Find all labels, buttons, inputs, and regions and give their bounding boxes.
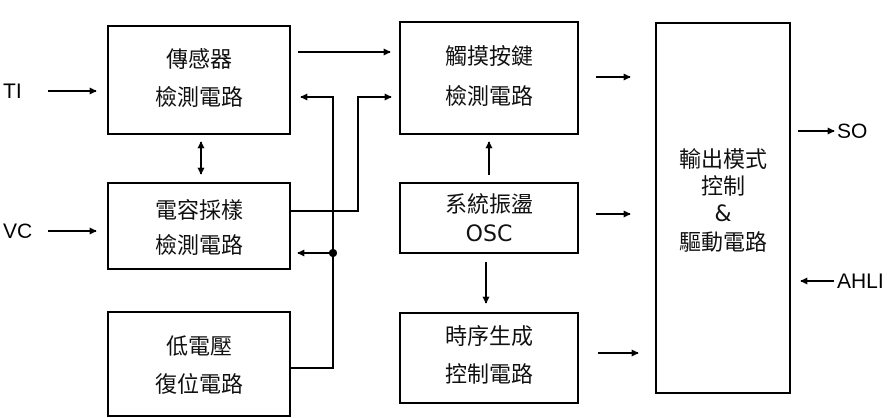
cap-sampling-block-line2: 檢測電路 bbox=[155, 234, 243, 259]
touch-key-block-line2: 檢測電路 bbox=[445, 85, 533, 110]
oscillator-block: 系統振盪 OSC bbox=[399, 182, 579, 254]
touch-key-detection-block: 觸摸按鍵 檢測電路 bbox=[399, 21, 579, 135]
output-block-line2: 控制 bbox=[701, 175, 745, 200]
output-drive-block: 輸出模式 控制 & 驅動電路 bbox=[655, 22, 791, 394]
sensor-detection-block: 傳感器 檢測電路 bbox=[107, 25, 291, 135]
junction-dot bbox=[329, 249, 337, 257]
oscillator-block-line1: 系統振盪 bbox=[445, 193, 533, 218]
signal-so-label: SO bbox=[837, 120, 867, 143]
touch-key-block-line1: 觸摸按鍵 bbox=[445, 45, 533, 70]
low-voltage-reset-block-line2: 復位電路 bbox=[155, 373, 243, 398]
output-block-line1: 輸出模式 bbox=[679, 148, 767, 173]
cap-sampling-block-line1: 電容採樣 bbox=[155, 199, 243, 224]
cap-sampling-detection-block: 電容採樣 檢測電路 bbox=[107, 182, 291, 270]
low-voltage-reset-block-line1: 低電壓 bbox=[166, 335, 232, 360]
signal-ti-label: TI bbox=[3, 80, 22, 103]
sensor-block-line2: 檢測電路 bbox=[155, 86, 243, 111]
timing-control-block: 時序生成 控制電路 bbox=[399, 312, 579, 404]
low-voltage-reset-block: 低電壓 復位電路 bbox=[107, 311, 291, 417]
timing-control-block-line2: 控制電路 bbox=[445, 363, 533, 388]
output-block-line3: & bbox=[714, 202, 731, 227]
signal-ahli-label: AHLI bbox=[837, 270, 884, 293]
cap-sampling-to-touch-key bbox=[290, 93, 392, 212]
timing-control-block-line1: 時序生成 bbox=[445, 325, 533, 350]
reset-to-sensor-feedback bbox=[290, 93, 334, 369]
output-block-line4: 驅動電路 bbox=[679, 231, 767, 256]
oscillator-block-line2: OSC bbox=[466, 222, 513, 247]
sensor-block-line1: 傳感器 bbox=[166, 48, 232, 73]
signal-vc-label: VC bbox=[3, 220, 32, 243]
